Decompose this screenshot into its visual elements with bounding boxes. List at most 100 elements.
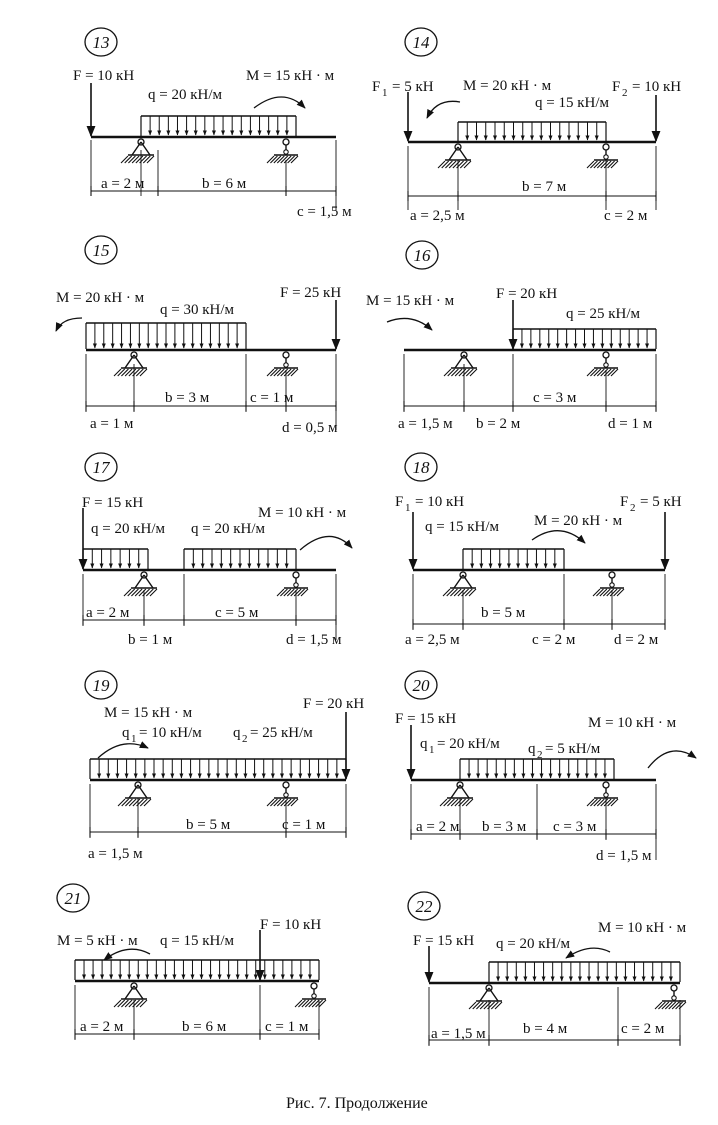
pin-support xyxy=(131,138,151,156)
hatch-line xyxy=(668,1001,677,1010)
hatch-line xyxy=(128,798,137,807)
ground-hatch xyxy=(437,159,472,169)
label: q = 25 кН/м xyxy=(566,306,640,322)
label: c = 1 м xyxy=(250,390,294,406)
label: a = 1,5 м xyxy=(88,846,143,862)
number-circle xyxy=(407,891,441,921)
hatch-line xyxy=(661,1001,670,1010)
support-legs xyxy=(124,354,144,369)
moment-arc xyxy=(531,530,586,544)
label: F = 15 кН xyxy=(82,495,143,511)
label: q xyxy=(420,736,428,752)
number-circle xyxy=(84,27,118,57)
label: M = 15 кН · м xyxy=(246,68,335,84)
problem-number-20: 20 xyxy=(404,670,438,700)
hatch-line xyxy=(586,368,595,377)
hatch-line xyxy=(443,798,452,807)
problem-number-text: 14 xyxy=(413,33,431,52)
label: q = 30 кН/м xyxy=(160,302,234,318)
roller-support xyxy=(602,351,610,368)
hatch-line xyxy=(439,798,448,807)
subscript: 2 xyxy=(242,733,248,745)
support-legs xyxy=(448,146,468,161)
hatch-line xyxy=(494,1001,503,1010)
hatch-line xyxy=(311,999,320,1008)
support-legs xyxy=(479,987,499,1002)
hatch-line xyxy=(139,999,148,1008)
hatch-line xyxy=(464,588,473,597)
hatch-line xyxy=(463,160,472,169)
label: a = 2,5 м xyxy=(410,208,465,224)
problem-number-16: 16 xyxy=(405,240,439,270)
hatch-line xyxy=(671,1001,680,1010)
ground-hatch xyxy=(586,159,619,169)
moment-arc xyxy=(299,535,353,551)
hatch-line xyxy=(113,999,122,1008)
hinge xyxy=(602,781,610,789)
hatch-line xyxy=(452,160,461,169)
pin-support xyxy=(450,781,470,799)
figure-caption: Рис. 7. Продолжение xyxy=(286,1095,428,1112)
hatch-line xyxy=(266,798,275,807)
hinge xyxy=(602,143,610,151)
hatch-line xyxy=(300,588,309,597)
label: M = 10 кН · м xyxy=(258,505,347,521)
label: c = 2 м xyxy=(532,632,576,648)
hatch-line xyxy=(290,155,299,164)
roller-support xyxy=(282,351,290,368)
label: q xyxy=(528,741,536,757)
hatch-line xyxy=(610,368,619,377)
label: q = 20 кН/м xyxy=(148,87,222,103)
hatch-line xyxy=(143,798,152,807)
hatch-line xyxy=(450,588,458,597)
label: F = 15 кН xyxy=(413,933,474,949)
hatch-line xyxy=(447,798,455,807)
hatch-line xyxy=(461,798,470,807)
label: c = 5 м xyxy=(215,605,259,621)
pin-support xyxy=(134,571,154,589)
subscript: 1 xyxy=(405,502,411,514)
ground-hatch xyxy=(276,587,309,597)
number-circle xyxy=(56,883,90,913)
label: b = 3 м xyxy=(482,819,527,835)
hatch-line xyxy=(135,999,144,1008)
label: a = 2 м xyxy=(80,1019,124,1035)
hatch-line xyxy=(476,1001,484,1010)
hatch-line xyxy=(600,160,609,169)
hatch-line xyxy=(149,588,158,597)
hatch-line xyxy=(451,368,459,377)
hatch-line xyxy=(124,368,133,377)
pin-support xyxy=(454,351,474,369)
support-legs xyxy=(450,784,470,799)
label: a = 2,5 м xyxy=(405,632,460,648)
hatch-line xyxy=(290,798,299,807)
label: b = 7 м xyxy=(522,179,567,195)
label: F = 10 кН xyxy=(73,68,134,84)
hinge xyxy=(311,993,317,999)
label: b = 1 м xyxy=(128,632,173,648)
hinge xyxy=(603,792,609,798)
ground-hatch xyxy=(586,797,619,807)
hatch-line xyxy=(139,798,148,807)
hatch-line xyxy=(590,160,598,169)
label: d = 1,5 м xyxy=(596,848,652,864)
hatch-line xyxy=(132,798,141,807)
hatch-line xyxy=(664,1001,673,1010)
hatch-line xyxy=(273,798,282,807)
label: = 10 кН xyxy=(415,494,464,510)
hatch-line xyxy=(293,588,302,597)
ground-hatch xyxy=(120,154,155,164)
hatch-line xyxy=(448,160,457,169)
hatch-line xyxy=(120,155,129,164)
hatch-line xyxy=(280,368,289,377)
hatch-line xyxy=(479,1001,488,1010)
hatch-line xyxy=(124,999,133,1008)
hatch-line xyxy=(445,160,453,169)
hatch-line xyxy=(437,160,446,169)
hatch-line xyxy=(599,588,608,597)
label: F = 20 кН xyxy=(496,286,557,302)
hatch-line xyxy=(273,155,282,164)
